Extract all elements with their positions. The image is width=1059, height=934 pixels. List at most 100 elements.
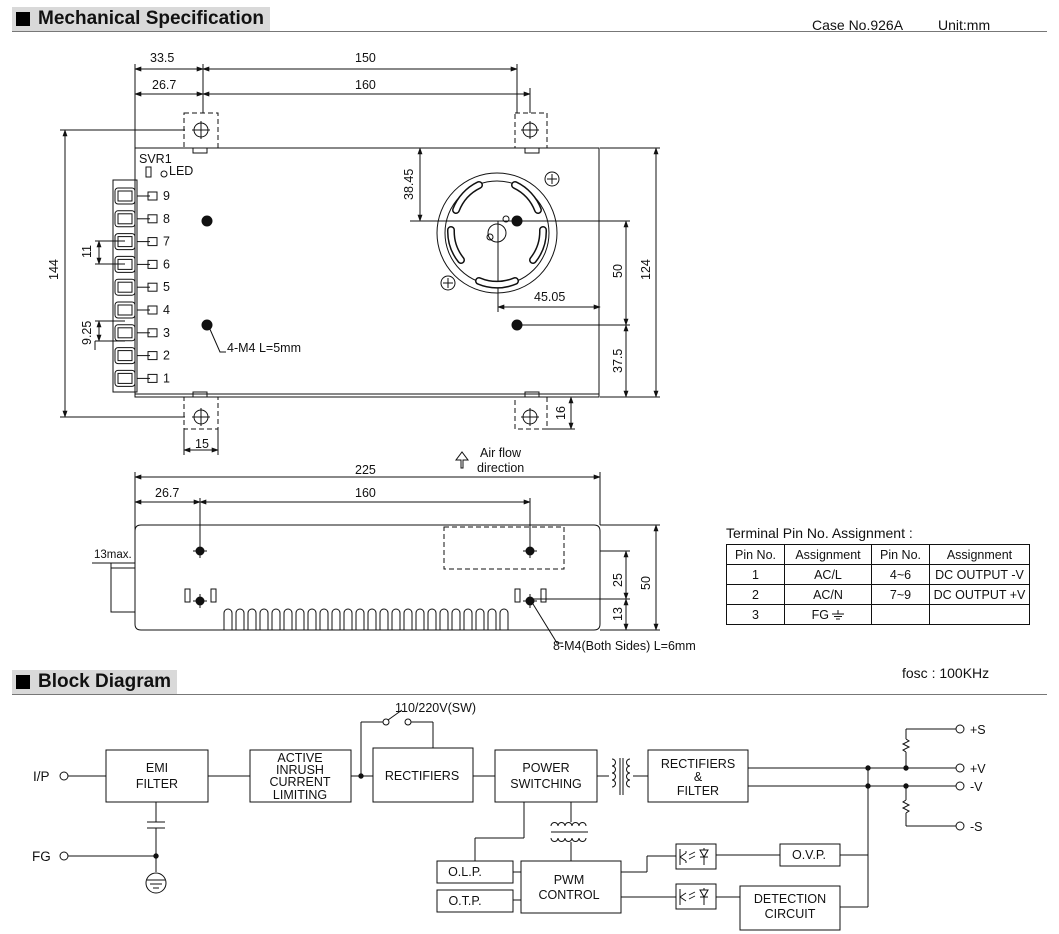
pwm-control-block [520,860,622,914]
power-line1: POWER [522,761,569,775]
otp-label: O.T.P. [448,894,481,908]
dim-144: 144 [47,259,61,280]
dim-9-25: 9.25 [80,321,94,345]
heatsink-fin [367,608,377,630]
terminal-screw [114,187,136,205]
terminal-screw [114,278,136,296]
terminal-pin-label: 8 [163,212,170,226]
table-cell: FG [784,604,872,625]
emi-line1: EMI [146,761,168,775]
terminal-screw-head [117,372,133,384]
terminal-tab [147,351,158,361]
otp-block [436,889,514,913]
table-header-row: Pin No. Assignment Pin No. Assignment [726,544,1030,565]
dim-11: 11 [80,245,94,258]
terminal-screw-head [117,304,133,316]
dim-25: 25 [611,573,625,587]
header-rule [12,31,1047,32]
svr-label: SVR1 [139,152,172,166]
terminal-pin-label: 2 [163,349,170,363]
header-rule [12,694,1047,695]
rectifiers-block [372,747,474,803]
heatsink-fin [463,608,473,630]
dim-26-7: 26.7 [152,78,176,92]
rectifiers-label: RECTIFIERS [385,769,459,783]
fg-label: FG [32,849,51,864]
inrush-line3: CURRENT [269,775,330,789]
terminal-screw-head [117,236,133,248]
terminal-screw [114,301,136,319]
emi-line2: FILTER [136,777,178,791]
olp-label: O.L.P. [448,865,482,879]
terminal-tab [147,214,158,224]
heatsink-fin [295,608,305,630]
inrush-line2: INRUSH [276,763,324,777]
dim-38-45: 38.45 [402,169,416,200]
optocoupler-icon [675,883,717,910]
heatsink-fin [379,608,389,630]
terminal-screw [114,347,136,365]
terminal-screws [114,187,158,387]
ovp-label: O.V.P. [792,848,826,862]
oscillator-frequency: fosc : 100KHz [902,665,990,681]
dim-15: 15 [195,437,209,451]
terminal-screw [114,255,136,273]
terminal-screw [114,324,136,342]
dim-16: 16 [554,406,568,420]
terminal-tab [147,282,158,292]
heatsink-fin [415,608,425,630]
olp-block [436,860,514,884]
heatsink-fin [247,608,257,630]
detection-circuit-block [739,885,841,931]
ovp-block [779,843,841,867]
mount-note-side: 8-M4(Both Sides) L=6mm [553,639,696,653]
terminal-pin-label: 4 [163,303,170,317]
block-diagram-title: Block Diagram [38,671,172,692]
input-label: I/P [33,769,50,784]
airflow-label-line2: direction [477,461,524,475]
heatsink-fin [487,608,497,630]
mechanical-spec-header: Mechanical Specification [12,7,270,31]
dim-50-side: 50 [639,576,653,590]
heatsink-fin [319,608,329,630]
dim-37-5: 37.5 [611,349,625,373]
mount-note-top: 4-M4 L=5mm [227,341,301,355]
terminal-screw-head [117,350,133,362]
output-minus-s: -S [970,820,983,834]
airflow-label-line1: Air flow [480,446,522,460]
heatsink-fin [235,608,245,630]
terminal-pin-label: 6 [163,257,170,271]
heatsink-fin [223,608,233,630]
detection-line1: DETECTION [754,892,826,906]
output-minus-v: -V [970,780,983,794]
unit-label: Unit:mm [938,17,991,33]
output-plus-s: +S [970,723,986,737]
terminal-screw [114,369,136,387]
pwm-line1: PWM [554,873,585,887]
table-header: Assignment [784,544,872,565]
dim-26-7-side: 26.7 [155,486,179,500]
dim-50: 50 [611,264,625,278]
dim-160-side: 160 [355,486,376,500]
heatsink-fin [271,608,281,630]
ground-symbol-icon [832,609,845,619]
dim-150: 150 [355,51,376,65]
heatsink-fin [475,608,485,630]
heatsink-fin [451,608,461,630]
rect-filter-line2: & [694,770,703,784]
terminal-screw-head [117,190,133,202]
mechanical-drawing: 33.5 150 26.7 160 144 11 9.25 38.45 45.0… [47,51,696,653]
dim-13max: 13max. [94,549,132,561]
table-cell: DC OUTPUT +V [929,584,1030,605]
terminal-pin-label: 5 [163,280,170,294]
case-number: Case No.926A [812,17,904,33]
heatsink-fin [355,608,365,630]
heatsink-fin [403,608,413,630]
terminal-screw-head [117,281,133,293]
heatsink-fin [307,608,317,630]
heatsink-fin [283,608,293,630]
terminal-tab [147,191,158,201]
table-cell [929,604,1030,625]
terminal-tab [147,259,158,269]
rectifiers-filter-block [647,749,749,803]
